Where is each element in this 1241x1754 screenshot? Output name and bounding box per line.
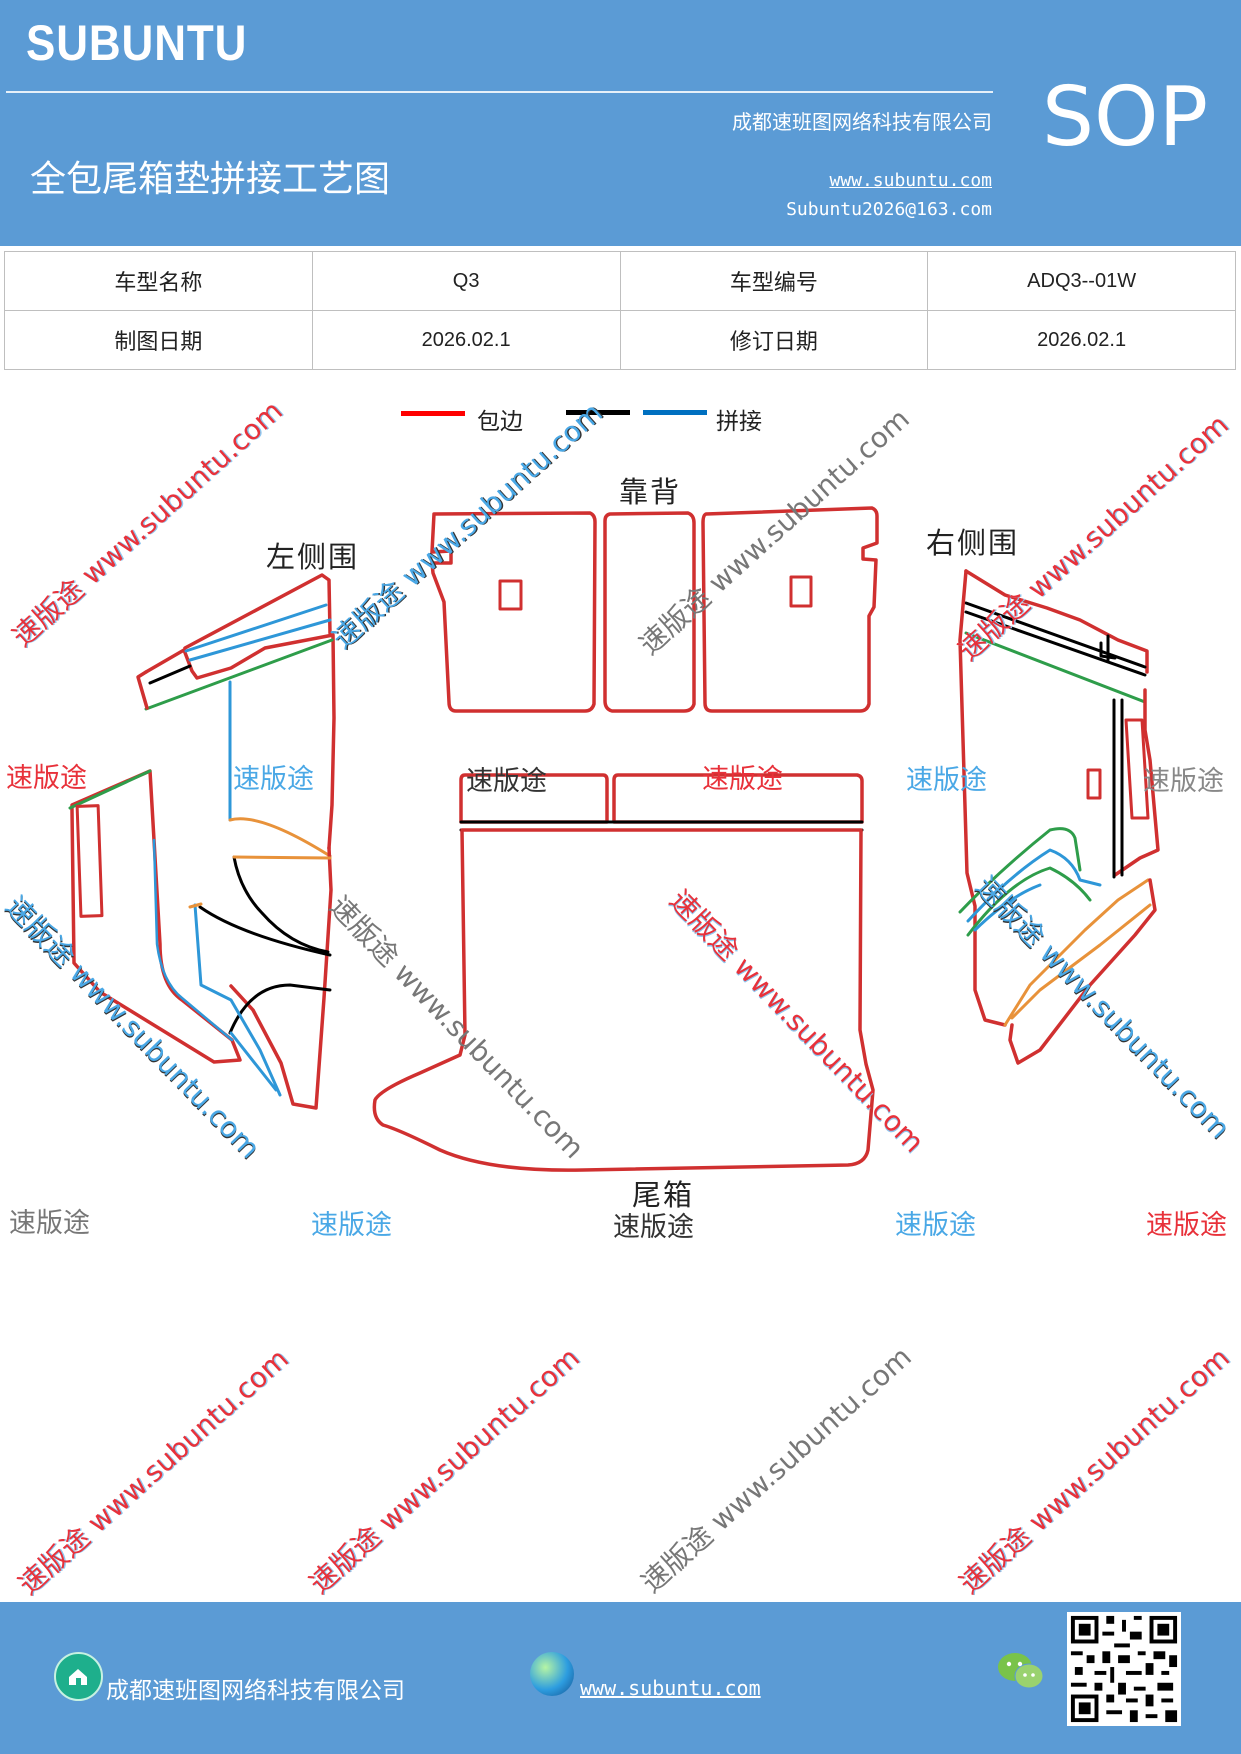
left-side-green-seam <box>144 638 334 711</box>
home-icon <box>54 1652 103 1701</box>
left-side-blue-edge <box>152 838 234 1042</box>
right-side-label: 右侧围 <box>926 526 1020 560</box>
legend-red-line <box>401 411 465 416</box>
draw-date-label: 制图日期 <box>4 310 313 370</box>
globe-icon <box>530 1652 574 1696</box>
left-side-orange-tab <box>188 902 203 909</box>
left-side-orange-seam-2 <box>232 855 332 860</box>
watermark-text: 速版途 <box>6 763 87 794</box>
sop-badge: SOP <box>1042 70 1209 165</box>
model-name-value: Q3 <box>311 251 621 311</box>
header-company: 成都速班图网络科技有限公司 <box>732 110 992 134</box>
right-side-lower-panel <box>1008 878 1157 1065</box>
right-side-black-vert <box>1112 698 1124 879</box>
trunk-main-panel <box>372 828 875 1172</box>
legend-wrap-label: 包边 <box>477 409 523 435</box>
left-side-upper-outline <box>144 633 336 850</box>
right-side-green-1 <box>964 631 1147 704</box>
right-side-slot-2 <box>1124 718 1150 820</box>
watermark-text: 速版途 <box>906 765 987 796</box>
model-name-label: 车型名称 <box>4 251 313 311</box>
right-side-blue-seam <box>966 848 1102 932</box>
right-side-right-edge <box>1113 688 1160 877</box>
backrest-mid-panel <box>603 511 696 713</box>
header-divider <box>6 91 993 93</box>
right-side-outer <box>958 569 1007 1027</box>
revise-date-label: 修订日期 <box>619 310 929 370</box>
legend-join-label: 拼接 <box>716 409 762 435</box>
watermark-text: 速版途 <box>702 764 783 795</box>
backrest-left-tab <box>498 579 523 611</box>
left-side-lower-panel <box>70 769 242 1064</box>
right-side-black-1 <box>964 601 1147 669</box>
model-code-label: 车型编号 <box>619 251 929 311</box>
left-side-blue-lower <box>193 903 282 1097</box>
footer-company: 成都速班图网络科技有限公司 <box>106 1678 405 1704</box>
right-side-black-hook <box>1099 634 1117 662</box>
watermark-text: 速版途 <box>1146 1210 1227 1241</box>
left-side-label: 左侧围 <box>266 540 360 574</box>
trunk-label: 尾箱 <box>632 1178 695 1212</box>
backrest-label: 靠背 <box>619 475 682 509</box>
qr-code[interactable] <box>1067 1612 1181 1726</box>
document-title: 全包尾箱垫拼接工艺图 <box>30 159 391 200</box>
wechat-icon[interactable] <box>996 1650 1046 1692</box>
model-code-value: ADQ3--01W <box>927 251 1236 311</box>
footer-website-link[interactable]: www.subuntu.com <box>580 1676 761 1700</box>
header-band <box>0 0 1241 246</box>
table-row: 制图日期 2026.02.1 修订日期 2026.02.1 <box>4 310 1236 370</box>
watermark-text: 速版途 <box>895 1210 976 1241</box>
left-side-lower-right <box>229 846 333 1110</box>
right-side-top-edge <box>964 569 1149 674</box>
left-side-slot <box>75 804 104 918</box>
draw-date-value: 2026.02.1 <box>311 310 621 370</box>
watermark-text: 速版途 <box>466 766 547 797</box>
revise-date-value: 2026.02.1 <box>927 310 1236 370</box>
legend-blue-line <box>643 410 707 415</box>
vehicle-info-table: 车型名称 Q3 车型编号 ADQ3--01W 制图日期 2026.02.1 修订… <box>4 251 1236 370</box>
table-row: 车型名称 Q3 车型编号 ADQ3--01W <box>4 251 1236 311</box>
watermark-text: 速版途 <box>613 1212 694 1243</box>
legend-black-line <box>566 410 630 415</box>
left-side-black-curve-1 <box>232 855 330 954</box>
left-side-black-seam <box>148 664 192 685</box>
left-side-top-edge <box>183 573 332 650</box>
right-side-orange-seam <box>1003 878 1152 1027</box>
watermark-text: 速版途 <box>1143 766 1224 797</box>
right-side-slot-1 <box>1086 768 1102 800</box>
header-email: Subuntu2026@163.com <box>786 199 992 220</box>
watermark-text: 速版途 <box>233 764 314 795</box>
watermark-text: 速版途 <box>311 1210 392 1241</box>
watermark-text: 速版途 <box>9 1208 90 1239</box>
backrest-right-tab <box>789 575 813 608</box>
left-side-outer <box>136 670 149 710</box>
left-side-blue-top <box>184 603 332 662</box>
left-side-orange-seam <box>228 817 332 858</box>
right-side-green-seam <box>958 827 1092 937</box>
brand-logo: SUBUNTU <box>26 15 248 71</box>
backrest-right-panel <box>701 506 879 713</box>
header-website-link[interactable]: www.subuntu.com <box>829 170 992 191</box>
left-side-green-top <box>68 769 152 810</box>
left-side-black-curve-2 <box>198 905 332 957</box>
backrest-left-panel <box>430 511 597 713</box>
right-side-black-2 <box>964 610 1147 677</box>
left-side-black-curve-3 <box>228 983 332 1035</box>
